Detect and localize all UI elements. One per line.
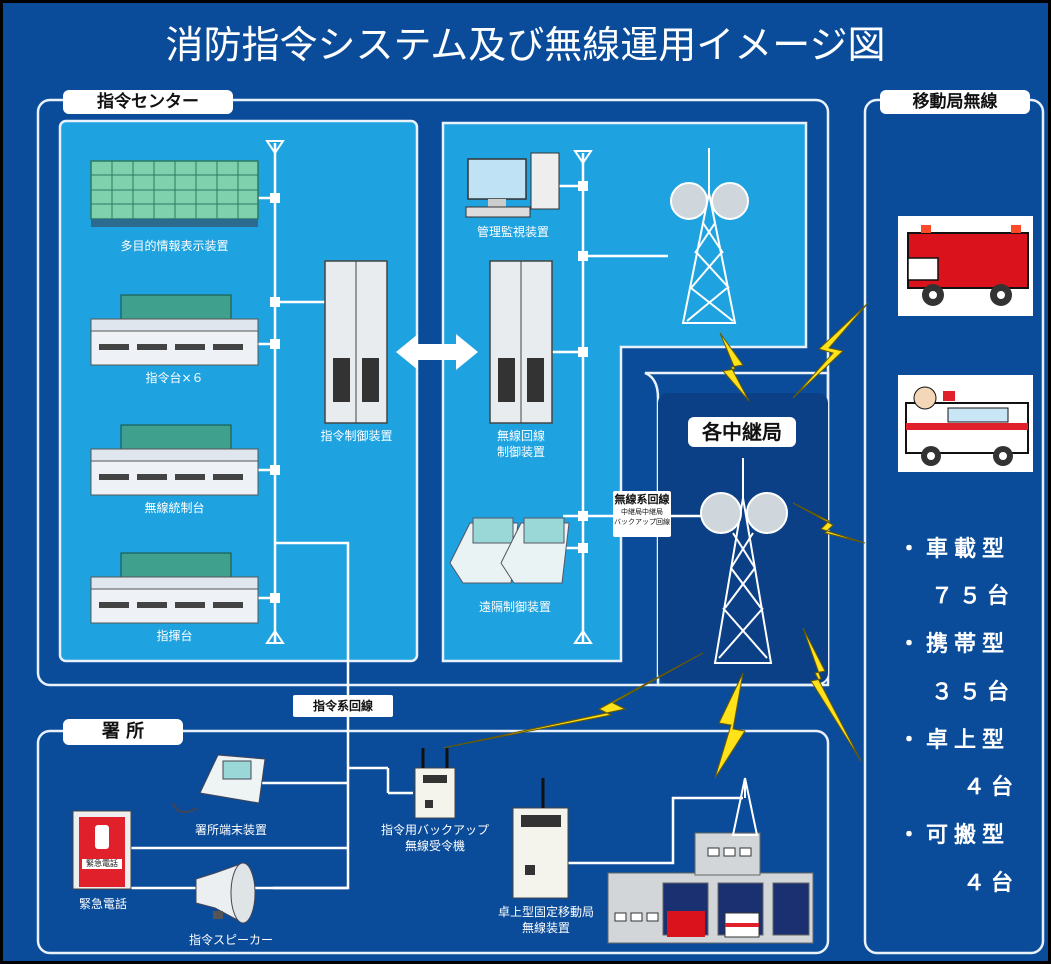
emergency-phone-label: 緊急電話 xyxy=(78,897,127,911)
ambulance xyxy=(898,375,1033,472)
relay-panel xyxy=(658,393,828,683)
count-value-vehicle: ７５台 xyxy=(931,584,1016,609)
bus-terminator-bottom-right xyxy=(573,629,593,644)
count-type-transportable: ・可搬型 xyxy=(898,823,1011,848)
radio-console-label: 無線統制台 xyxy=(144,501,205,515)
emergency-phone-box xyxy=(72,810,132,890)
display-wall xyxy=(90,160,259,227)
radio-line-sub2: バックアップ回線 xyxy=(614,518,670,526)
emergency-phone-plate: 緊急電話 xyxy=(86,859,118,868)
fire-truck xyxy=(898,216,1033,316)
console-2 xyxy=(90,424,259,496)
left-bus-links xyxy=(258,196,325,600)
desk-mobile-label-1: 卓上型固定移動局 xyxy=(497,905,594,919)
system-diagram xyxy=(36,98,1045,955)
remote-control-label: 遠隔制御装置 xyxy=(478,600,551,614)
command-line-tag: 指令系回線 xyxy=(293,695,393,717)
radio-line-label: 無線系回線 xyxy=(614,493,670,506)
speaker-horn xyxy=(195,862,256,924)
antenna-tower-relay xyxy=(713,458,773,664)
dish-top-right xyxy=(711,182,749,220)
radio-control-label-2: 制御装置 xyxy=(496,445,545,459)
radio-control-label-1: 無線回線 xyxy=(496,429,545,443)
display-label: 多目的情報表示装置 xyxy=(120,239,229,253)
command-panel xyxy=(58,119,419,663)
diagram-title: 消防指令システム及び無線運用イメージ図 xyxy=(165,23,886,67)
radio-control-cabinet xyxy=(489,260,553,424)
mobile-radio-tag: 移動局無線 xyxy=(880,90,1030,114)
monitor-pc xyxy=(465,152,560,218)
count-type-desk: ・卓上型 xyxy=(898,728,1011,753)
console-1 xyxy=(90,294,259,366)
count-value-transportable: ４台 xyxy=(963,871,1020,896)
console-3 xyxy=(90,552,259,624)
backup-receiver-label-1: 指令用バックアップ xyxy=(380,823,489,837)
dish-relay-right xyxy=(746,492,788,534)
bus-terminator-top-right xyxy=(573,150,593,165)
relay-outline xyxy=(644,371,830,687)
count-value-portable: ３５台 xyxy=(931,680,1016,705)
backup-receiver xyxy=(414,748,456,819)
count-type-portable: ・携帯型 xyxy=(898,632,1011,657)
fire-station-building xyxy=(607,777,814,944)
command-control-label: 指令制御装置 xyxy=(320,429,393,443)
count-value-desk: ４台 xyxy=(963,775,1020,800)
dish-top-left xyxy=(670,182,708,220)
monitor-label: 管理監視装置 xyxy=(476,225,549,239)
station-terminal-label: 署所端末装置 xyxy=(194,823,267,837)
lightning-bolts xyxy=(442,302,869,779)
bus-terminator-bottom xyxy=(265,629,285,644)
count-type-vehicle: ・車載型 xyxy=(898,537,1011,562)
antenna-tower-top xyxy=(681,148,737,324)
command-desk-label: 指揮台 xyxy=(156,629,193,643)
command-center-tag: 指令センター xyxy=(63,90,233,114)
desk-mobile-radio xyxy=(512,778,569,899)
dish-relay-left xyxy=(700,492,742,534)
console-label: 指令台×６ xyxy=(145,371,204,385)
desk-mobile-label-2: 無線装置 xyxy=(521,921,570,935)
backup-receiver-label-2: 無線受令機 xyxy=(404,839,465,853)
speaker-label: 指令スピーカー xyxy=(188,933,273,947)
station-wires xyxy=(131,766,743,890)
radio-line-sub1: 中継局中継局 xyxy=(621,508,663,516)
station-terminal-phone xyxy=(172,754,266,813)
remote-control-phones xyxy=(449,517,570,584)
relay-station-tag: 各中継局 xyxy=(688,417,796,447)
bus-terminator-top xyxy=(265,140,285,155)
radio-line-tag: 無線系回線 中継局中継局 バックアップ回線 xyxy=(613,491,671,537)
double-arrow xyxy=(396,334,478,370)
station-tag: 署 所 xyxy=(63,719,183,745)
station-outline xyxy=(36,729,830,955)
command-control-cabinet xyxy=(324,260,388,424)
